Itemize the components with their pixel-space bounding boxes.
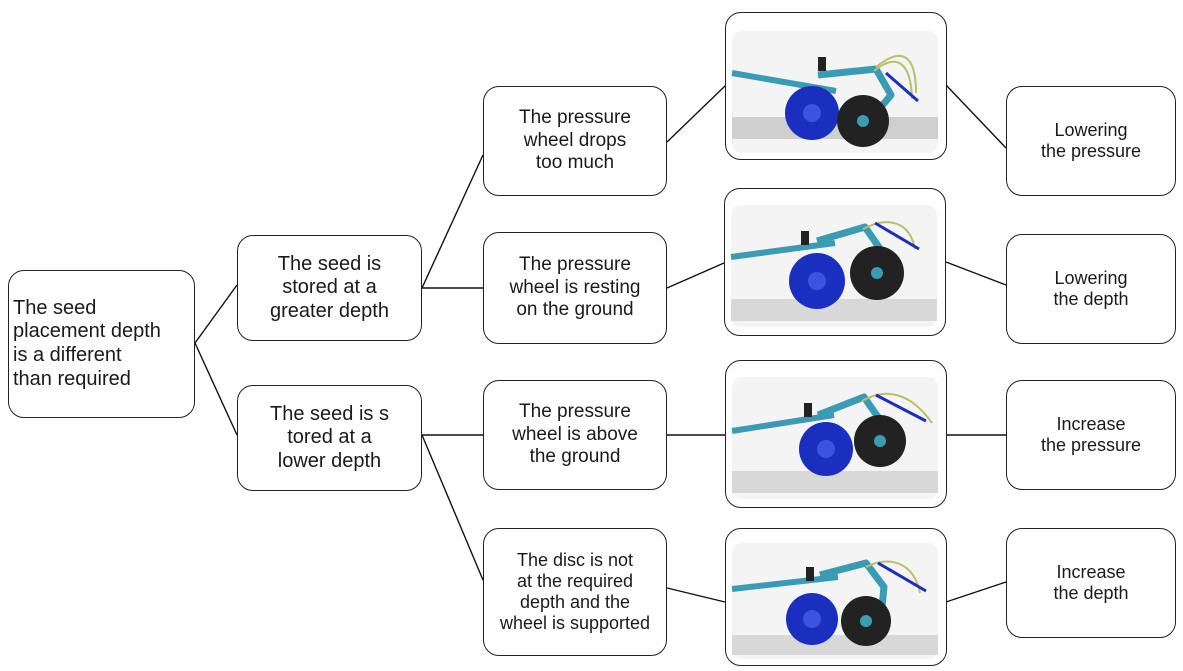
cause-box-lower-depth: The seed is s tored at a lower depth <box>237 385 422 491</box>
condition-box-wheel-resting: The pressure wheel is resting on the gro… <box>483 232 667 344</box>
illustration-box-3 <box>725 360 947 508</box>
cause-text: The seed is s tored at a lower depth <box>270 402 389 472</box>
condition-box-disc-not-at-depth: The disc is not at the required depth an… <box>483 528 667 656</box>
connector-cond4-img4 <box>666 587 726 603</box>
root-problem-text: The seed placement depth is a different … <box>13 296 161 390</box>
condition-box-wheel-above: The pressure wheel is above the ground <box>483 380 667 490</box>
seeder-section-illustration <box>731 31 938 153</box>
illustration-box-1 <box>725 12 947 160</box>
connector-root-cause2 <box>194 342 238 436</box>
action-text: Increase the depth <box>1053 561 1129 603</box>
cause-box-greater-depth: The seed is stored at a greater depth <box>237 235 422 341</box>
connector-img4-act4 <box>945 581 1007 603</box>
connector-cond2-img2 <box>666 262 725 289</box>
connector-img2-act2 <box>945 261 1007 286</box>
connector-cond1-img1 <box>666 85 726 143</box>
connector-root-cause1 <box>194 284 238 344</box>
root-problem-box: The seed placement depth is a different … <box>8 270 195 418</box>
condition-text: The pressure wheel drops too much <box>519 107 631 174</box>
action-text: Lowering the depth <box>1053 267 1129 309</box>
seeder-section-illustration <box>730 205 937 327</box>
condition-text: The pressure wheel is resting on the gro… <box>509 254 641 321</box>
illustration-box-4 <box>725 528 947 666</box>
condition-text: The disc is not at the required depth an… <box>499 549 651 634</box>
condition-text: The pressure wheel is above the ground <box>512 401 638 468</box>
action-text: Lowering the pressure <box>1040 119 1142 161</box>
action-box-lower-depth: Lowering the depth <box>1006 234 1176 344</box>
seeder-section-illustration <box>731 377 938 499</box>
connector-img1-act1 <box>945 84 1007 149</box>
action-box-increase-pressure: Increase the pressure <box>1006 380 1176 490</box>
connector-cause2-cond4 <box>421 434 484 581</box>
action-text: Increase the pressure <box>1040 413 1142 455</box>
illustration-box-2 <box>724 188 946 336</box>
seeder-section-illustration <box>731 543 938 659</box>
condition-box-wheel-drops: The pressure wheel drops too much <box>483 86 667 196</box>
action-box-lower-pressure: Lowering the pressure <box>1006 86 1176 196</box>
connector-cause1-cond1 <box>421 154 484 289</box>
action-box-increase-depth: Increase the depth <box>1006 528 1176 638</box>
cause-text: The seed is stored at a greater depth <box>270 252 389 322</box>
